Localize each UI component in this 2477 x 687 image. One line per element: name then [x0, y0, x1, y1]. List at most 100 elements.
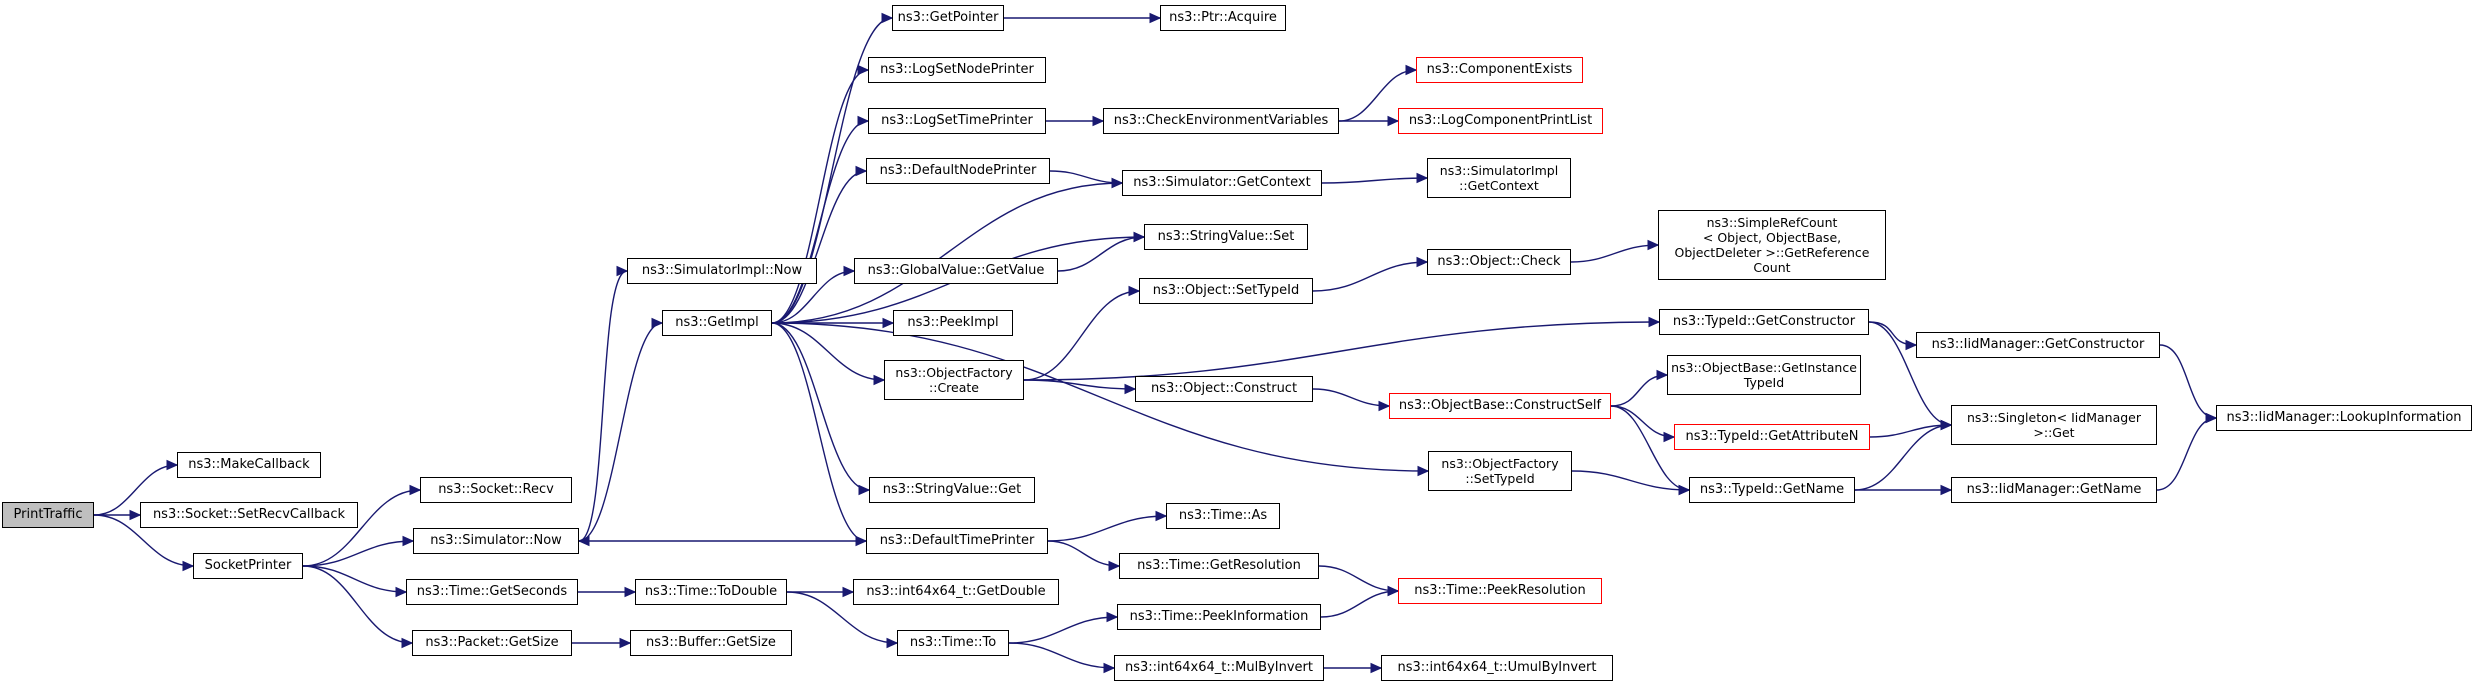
edge-line [1047, 515, 1167, 542]
node-time-to[interactable]: ns3::Time::To [897, 630, 1009, 656]
edge-get-impl-to-string-value-get [771, 322, 871, 496]
node-component-exists[interactable]: ns3::ComponentExists [1416, 57, 1583, 83]
node-simulator-now[interactable]: ns3::Simulator::Now [413, 528, 579, 554]
arrowhead-icon [619, 637, 632, 649]
node-string-value-get[interactable]: ns3::StringValue::Get [869, 477, 1035, 503]
arrowhead-icon [873, 374, 886, 386]
edge-line [1571, 470, 1690, 491]
node-time-get-resolution[interactable]: ns3::Time::GetResolution [1119, 553, 1319, 579]
edge-line [771, 322, 870, 491]
node-singleton-get[interactable]: ns3::Singleton< IidManager >::Get [1951, 405, 2157, 445]
node-time-peek-resolution[interactable]: ns3::Time::PeekResolution [1398, 578, 1602, 604]
node-global-value-get-value[interactable]: ns3::GlobalValue::GetValue [854, 258, 1058, 284]
node-print-traffic: PrintTraffic [2, 502, 94, 528]
edge-line [1312, 261, 1428, 292]
node-packet-get-size[interactable]: ns3::Packet::GetSize [412, 630, 572, 656]
node-time-peek-information[interactable]: ns3::Time::PeekInformation [1117, 604, 1321, 630]
node-time-get-seconds[interactable]: ns3::Time::GetSeconds [406, 579, 578, 605]
edge-get-impl-to-log-set-node-printer [771, 64, 870, 324]
node-simimpl-get-context[interactable]: ns3::SimulatorImpl ::GetContext [1427, 158, 1571, 198]
node-object-set-type-id[interactable]: ns3::Object::SetTypeId [1139, 278, 1313, 304]
edge-line [771, 270, 855, 324]
node-simimpl-now[interactable]: ns3::SimulatorImpl::Now [627, 258, 817, 284]
edge-line [302, 565, 413, 644]
arrowhead-icon [842, 586, 855, 598]
node-typeid-get-constructor[interactable]: ns3::TypeId::GetConstructor [1659, 309, 1869, 335]
edge-line [771, 182, 1123, 324]
node-string-value-set[interactable]: ns3::StringValue::Set [1144, 224, 1308, 250]
edge-line [1854, 424, 1952, 491]
node-typeid-get-name[interactable]: ns3::TypeId::GetName [1689, 477, 1855, 503]
node-objectbase-get-instance-typeid[interactable]: ns3::ObjectBase::GetInstance TypeId [1667, 355, 1861, 395]
arrowhead-icon [1416, 172, 1429, 184]
edge-line [302, 489, 421, 567]
node-log-set-node-printer[interactable]: ns3::LogSetNodePrinter [868, 57, 1046, 83]
node-default-node-printer[interactable]: ns3::DefaultNodePrinter [866, 158, 1050, 184]
node-object-check[interactable]: ns3::Object::Check [1427, 249, 1571, 275]
edge-print-traffic-to-make-callback [93, 459, 179, 516]
edge-line [302, 565, 407, 593]
arrowhead-icon [858, 484, 871, 496]
edge-get-impl-to-default-node-printer [771, 165, 868, 324]
node-object-factory-create[interactable]: ns3::ObjectFactory ::Create [884, 360, 1024, 400]
node-buffer-get-size[interactable]: ns3::Buffer::GetSize [630, 630, 792, 656]
node-object-factory-set-type-id[interactable]: ns3::ObjectFactory ::SetTypeId [1428, 451, 1572, 491]
edge-line [771, 69, 869, 324]
edge-socket-printer-to-socket-recv [302, 484, 422, 567]
edge-get-pointer-to-ptr-acquire [1004, 12, 1162, 24]
node-time-as[interactable]: ns3::Time::As [1166, 503, 1280, 529]
arrowhead-icon [166, 459, 179, 471]
edge-global-value-get-value-to-string-value-set [1057, 231, 1146, 272]
node-time-to-double[interactable]: ns3::Time::ToDouble [635, 579, 787, 605]
node-int64x64-umul-by-invert[interactable]: ns3::int64x64_t::UmulByInvert [1381, 655, 1613, 681]
arrowhead-icon [1905, 339, 1918, 351]
node-check-env-vars[interactable]: ns3::CheckEnvironmentVariables [1103, 108, 1339, 134]
node-simple-ref-count[interactable]: ns3::SimpleRefCount < Object, ObjectBase… [1658, 210, 1886, 280]
node-default-time-printer[interactable]: ns3::DefaultTimePrinter [866, 528, 1048, 554]
edge-typeid-get-constructor-to-iidmanager-get-constructor [1868, 321, 1918, 351]
edge-get-impl-to-object-factory-set-type-id [771, 322, 1430, 477]
edge-simulator-now-to-get-impl [578, 317, 664, 542]
edge-line [786, 591, 898, 644]
node-int64x64-get-double[interactable]: ns3::int64x64_t::GetDouble [853, 579, 1059, 605]
node-log-component-print-list[interactable]: ns3::LogComponentPrintList [1398, 108, 1603, 134]
node-iidmanager-get-constructor[interactable]: ns3::IidManager::GetConstructor [1916, 332, 2160, 358]
arrowhead-icon [1103, 662, 1116, 674]
node-set-recv-callback[interactable]: ns3::Socket::SetRecvCallback [140, 502, 358, 528]
node-socket-recv[interactable]: ns3::Socket::Recv [420, 477, 572, 503]
arrowhead-icon [1647, 239, 1660, 251]
arrowhead-icon [1940, 419, 1953, 431]
node-simulator-get-context[interactable]: ns3::Simulator::GetContext [1122, 170, 1322, 196]
edge-line [771, 322, 867, 542]
edge-socket-printer-to-packet-get-size [302, 565, 414, 649]
edge-get-impl-to-log-set-time-printer [771, 115, 870, 324]
node-typeid-get-attribute-n[interactable]: ns3::TypeId::GetAttributeN [1674, 424, 1870, 450]
edge-object-factory-create-to-object-construct [1023, 379, 1137, 395]
node-make-callback[interactable]: ns3::MakeCallback [177, 452, 321, 478]
node-get-pointer[interactable]: ns3::GetPointer [892, 5, 1004, 31]
node-peek-impl[interactable]: ns3::PeekImpl [893, 310, 1013, 336]
edge-line [771, 120, 869, 324]
node-get-impl[interactable]: ns3::GetImpl [662, 310, 772, 336]
node-iidmanager-lookup-information[interactable]: ns3::IidManager::LookupInformation [2216, 405, 2472, 431]
edge-socket-printer-to-simulator-now [302, 535, 415, 567]
arrowhead-icon [1106, 611, 1119, 623]
arrowhead-icon [395, 586, 408, 598]
edge-line [578, 270, 628, 542]
node-int64x64-mul-by-invert[interactable]: ns3::int64x64_t::MulByInvert [1114, 655, 1324, 681]
node-ptr-acquire[interactable]: ns3::Ptr::Acquire [1160, 5, 1286, 31]
node-log-set-time-printer[interactable]: ns3::LogSetTimePrinter [868, 108, 1046, 134]
arrowhead-icon [1405, 64, 1418, 76]
edge-default-time-printer-to-time-as [1047, 510, 1168, 542]
edge-line [578, 322, 663, 542]
edge-line [1570, 244, 1659, 263]
node-socket-printer[interactable]: SocketPrinter [193, 553, 303, 579]
edge-time-to-to-int64x64-mul-by-invert [1008, 642, 1116, 674]
node-iidmanager-get-name[interactable]: ns3::IidManager::GetName [1951, 477, 2157, 503]
edge-line [1321, 177, 1428, 184]
arrowhead-icon [1111, 177, 1124, 189]
node-object-construct[interactable]: ns3::Object::Construct [1135, 376, 1313, 402]
node-objectbase-construct-self[interactable]: ns3::ObjectBase::ConstructSelf [1389, 393, 1611, 419]
edge-object-construct-to-objectbase-construct-self [1312, 388, 1391, 412]
arrowhead-icon [886, 637, 899, 649]
